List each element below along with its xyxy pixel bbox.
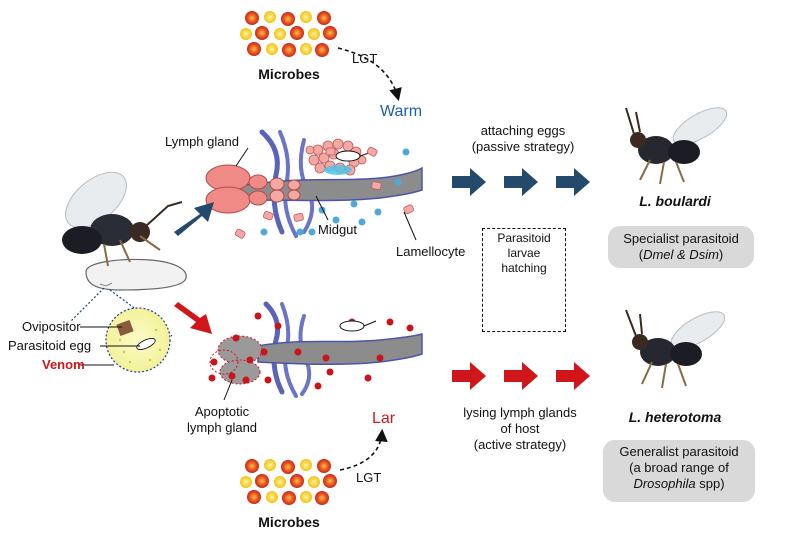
host-larva-white-icon xyxy=(85,258,187,291)
species-top-label: L. boulardi xyxy=(639,193,711,209)
lymph-gland-leader xyxy=(235,147,249,167)
lar-label: Lar xyxy=(372,410,396,427)
generalist-box xyxy=(603,440,755,502)
hatching-box xyxy=(482,228,566,332)
microbes-bottom-label: Microbes xyxy=(258,514,320,530)
active-arrows xyxy=(452,362,590,390)
lgt-bottom-label: LGT xyxy=(356,470,382,485)
species-bottom-label: L. heterotoma xyxy=(628,409,722,425)
egg-inset xyxy=(105,307,171,373)
microbes-bottom-cluster xyxy=(240,459,337,505)
wasp-left-icon xyxy=(62,171,183,267)
lamellocyte-label: Lamellocyte xyxy=(396,244,466,259)
generalist-label: Generalist parasitoid (a broad range of … xyxy=(619,444,739,491)
warm-label: Warm xyxy=(380,103,423,120)
lamellocyte-leader xyxy=(403,211,417,241)
lymph-gland-label: Lymph gland xyxy=(165,134,239,149)
passive-arrows xyxy=(452,168,590,196)
arrow-to-top-larva xyxy=(174,202,214,236)
wasp-top-right-icon xyxy=(625,107,728,185)
microbes-top-cluster xyxy=(240,11,337,57)
passive-strategy-label: attaching eggs (passive strategy) xyxy=(471,123,575,154)
host-larva-top xyxy=(205,129,423,239)
active-strategy-label: lysing lymph glands of host (active stra… xyxy=(463,405,577,452)
hatching-label: Parasitoid larvae hatching xyxy=(497,231,551,275)
arrow-to-bottom-larva xyxy=(174,302,212,334)
apoptotic-leader xyxy=(223,379,233,401)
wasp-bottom-right-icon xyxy=(625,309,726,389)
parasitoid-egg-label: Parasitoid egg xyxy=(8,338,92,353)
microbes-top-label: Microbes xyxy=(258,66,320,82)
lgt-bottom-arrow xyxy=(339,428,388,471)
specialist-label: Specialist parasitoid (Dmel & Dsim) xyxy=(623,231,739,262)
midgut-label: Midgut xyxy=(318,222,358,237)
host-larva-bottom xyxy=(208,301,423,398)
lgt-top-arrow xyxy=(337,47,402,102)
midgut-leader xyxy=(315,195,329,221)
lgt-top-label: LGT xyxy=(352,51,378,66)
venom-label: Venom xyxy=(42,357,85,372)
ovipositor-label: Ovipositor xyxy=(22,319,81,334)
specialist-box xyxy=(608,226,754,268)
apoptotic-label: Apoptotic lymph gland xyxy=(186,404,258,435)
